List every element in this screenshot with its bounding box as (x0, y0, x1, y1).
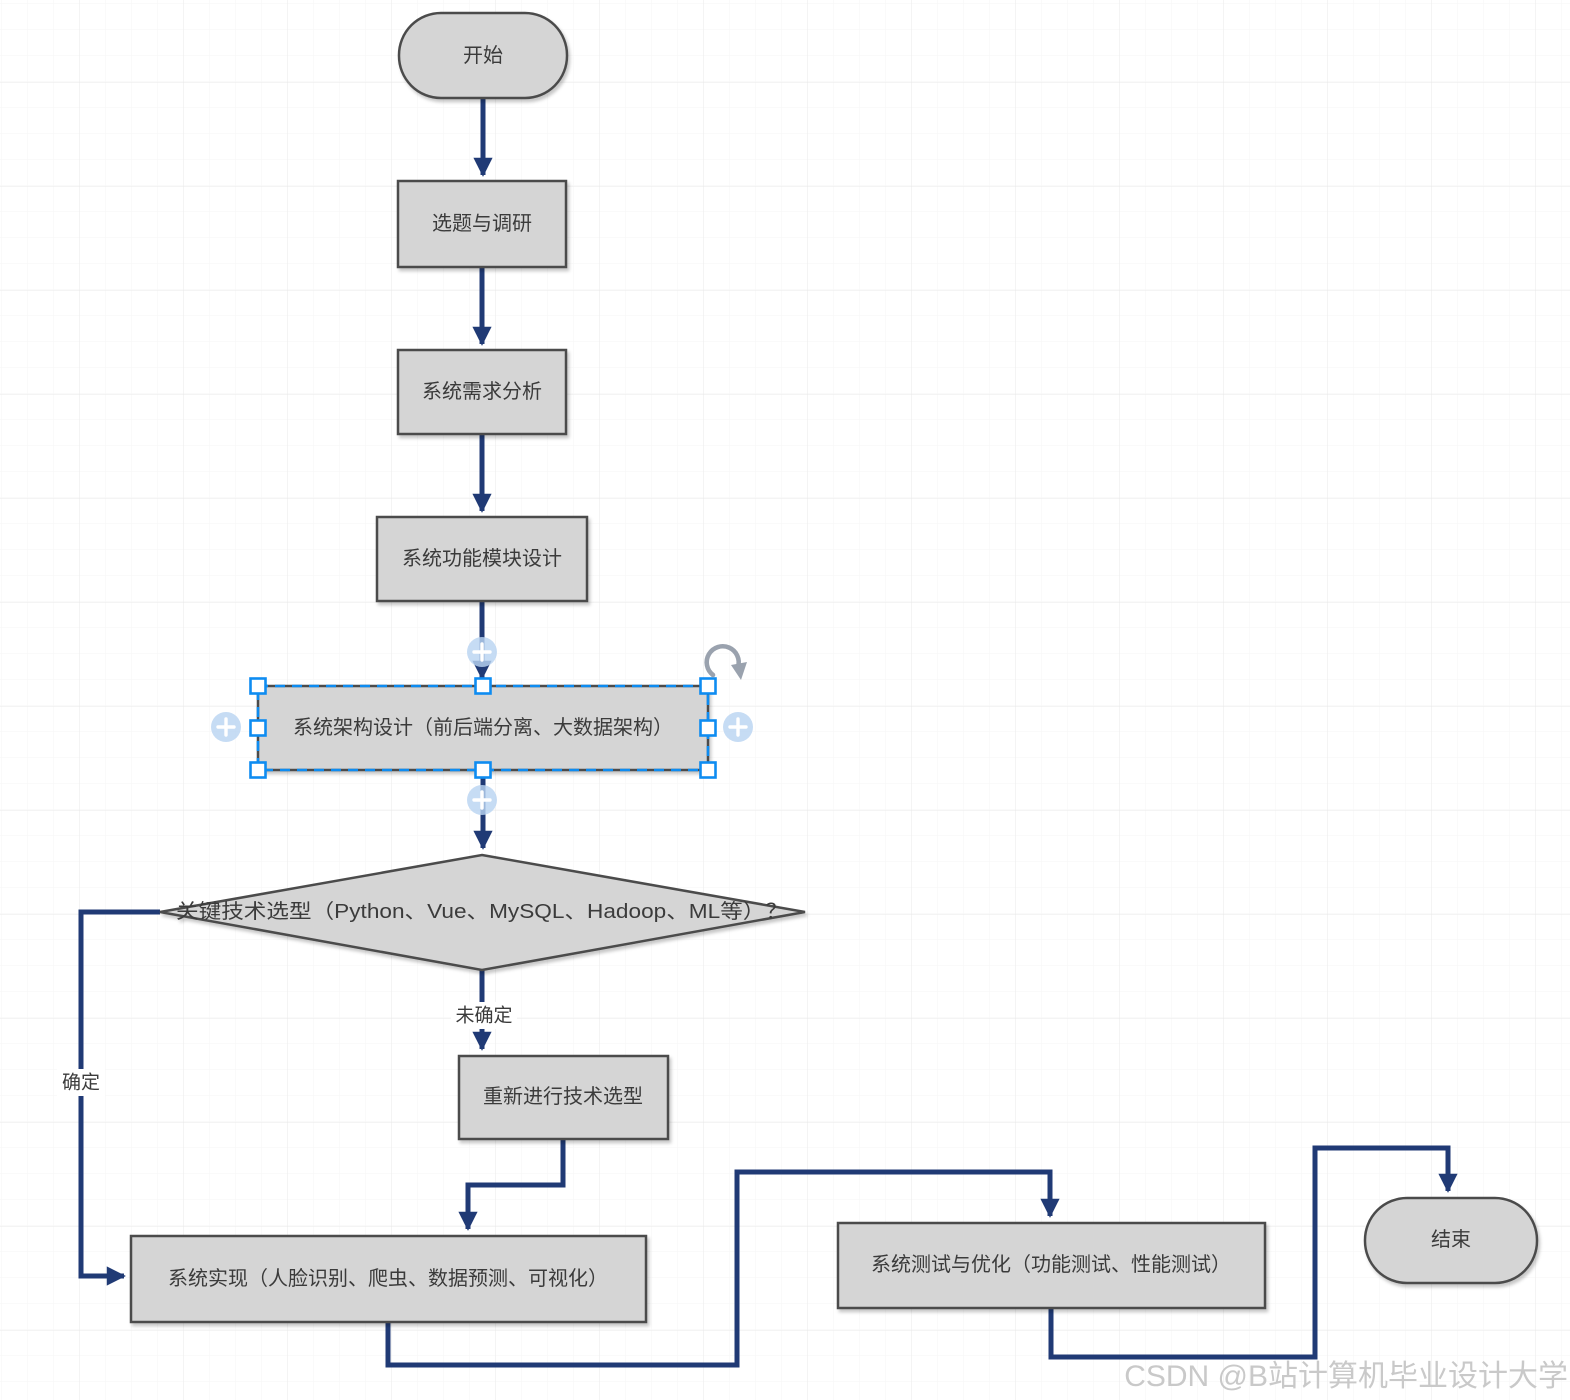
node-architecture-design[interactable]: 系统架构设计（前后端分离、大数据架构） (256, 684, 710, 772)
resize-handles (249, 677, 717, 779)
node-architecture-design-label: 系统架构设计（前后端分离、大数据架构） (293, 716, 673, 739)
node-reselect-tech-label: 重新进行技术选型 (483, 1085, 643, 1108)
node-start[interactable]: 开始 (397, 11, 569, 100)
node-requirements-analysis-shape[interactable] (396, 348, 568, 436)
node-module-design-shape[interactable] (375, 515, 589, 603)
node-testing-optimization-shape[interactable] (836, 1221, 1267, 1310)
node-requirements-analysis-label: 系统需求分析 (422, 380, 542, 403)
resize-handle-sw[interactable] (249, 761, 267, 779)
plus-icon (216, 717, 236, 737)
node-tech-decision-shape[interactable] (159, 853, 806, 972)
resize-handle-n[interactable] (474, 677, 492, 695)
edge-label-determined: 确定 (62, 1072, 100, 1094)
rotate-handle-icon[interactable] (704, 643, 747, 680)
node-implementation-shape[interactable] (129, 1234, 648, 1324)
node-reselect-tech-shape[interactable] (457, 1054, 670, 1141)
edge-label-bg (57, 1069, 105, 1096)
edge-testing-to-end[interactable] (1048, 1145, 1458, 1360)
node-tech-decision-label: 关键技术选型（Python、Vue、MySQL、Hadoop、ML等）？ (176, 900, 788, 923)
node-end[interactable]: 结束 (1363, 1196, 1539, 1285)
selection-overlay (211, 637, 753, 815)
watermark: CSDN @B站计算机毕业设计大学 (1124, 1360, 1568, 1393)
node-requirements-analysis[interactable]: 系统需求分析 (396, 348, 568, 436)
node-module-design[interactable]: 系统功能模块设计 (375, 515, 589, 603)
resize-handle-w[interactable] (249, 719, 267, 737)
node-end-shape[interactable] (1363, 1196, 1539, 1285)
resize-handle-se[interactable] (699, 761, 717, 779)
edge-labels: 未确定 确定 (57, 1002, 517, 1096)
resize-handle-s[interactable] (474, 761, 492, 779)
node-implementation-label: 系统实现（人脸识别、爬虫、数据预测、可视化） (168, 1267, 608, 1290)
resize-handle-nw[interactable] (249, 677, 267, 695)
direction-arrow-right[interactable] (723, 712, 753, 742)
node-start-label: 开始 (463, 44, 503, 67)
node-start-shape[interactable] (397, 11, 569, 100)
node-end-label: 结束 (1431, 1228, 1471, 1251)
edge-reselect-to-implementation[interactable] (458, 1139, 566, 1231)
plus-icon (472, 790, 492, 810)
edge-label-undetermined: 未确定 (455, 1005, 512, 1027)
direction-arrows (211, 637, 753, 815)
node-topic-research-shape[interactable] (396, 179, 568, 269)
resize-handle-e[interactable] (699, 719, 717, 737)
direction-arrow-left[interactable] (211, 712, 241, 742)
plus-icon (728, 717, 748, 737)
edge-implementation-to-testing[interactable] (385, 1169, 1060, 1368)
node-reselect-tech[interactable]: 重新进行技术选型 (457, 1054, 670, 1141)
node-implementation[interactable]: 系统实现（人脸识别、爬虫、数据预测、可视化） (129, 1234, 648, 1324)
node-topic-research-label: 选题与调研 (432, 212, 532, 235)
edge-label-bg (451, 1002, 517, 1029)
direction-arrow-top[interactable] (467, 637, 497, 667)
direction-arrow-bottom[interactable] (467, 785, 497, 815)
plus-icon (472, 642, 492, 662)
resize-handle-ne[interactable] (699, 677, 717, 695)
node-tech-decision[interactable]: 关键技术选型（Python、Vue、MySQL、Hadoop、ML等）？ (159, 853, 806, 972)
node-testing-optimization-label: 系统测试与优化（功能测试、性能测试） (871, 1253, 1231, 1276)
nodes: 开始 选题与调研 系统需求分析 系统功能模块设计 系统架构设计（前后端分离、大数… (129, 11, 1539, 1324)
node-module-design-label: 系统功能模块设计 (402, 547, 562, 570)
node-topic-research[interactable]: 选题与调研 (396, 179, 568, 269)
node-testing-optimization[interactable]: 系统测试与优化（功能测试、性能测试） (836, 1221, 1267, 1310)
